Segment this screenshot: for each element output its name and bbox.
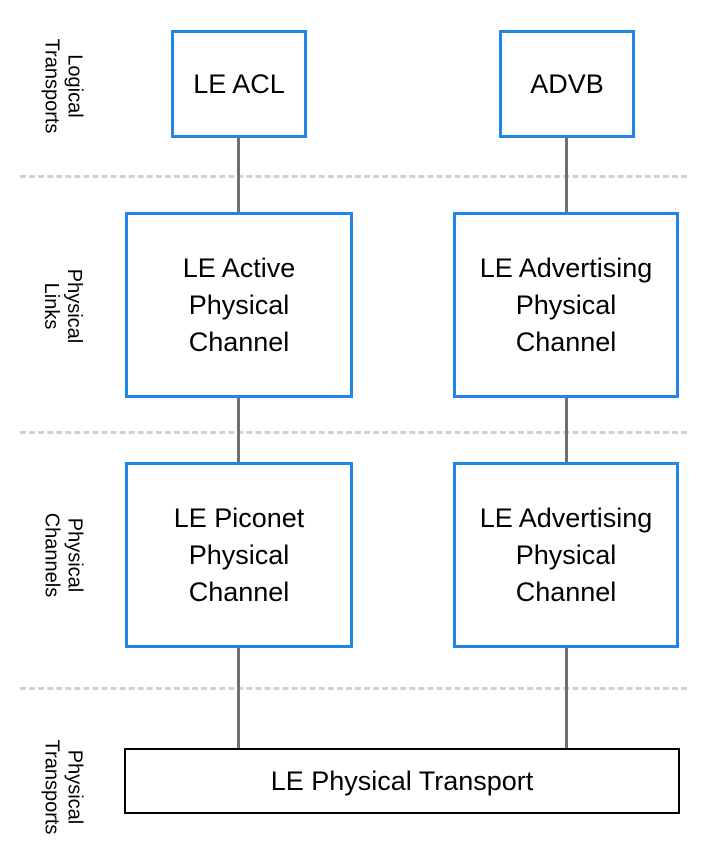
transport-le-physical-transport: LE Physical Transport (124, 748, 680, 814)
node-label: LE Advertising Physical Channel (479, 252, 653, 357)
layer-label-text: Physical Transports (40, 739, 85, 835)
connector-advertising-channel-to-transport (565, 645, 568, 748)
layer-label-physical-transports: Physical Transports (40, 712, 85, 862)
layer-label-logical-transports: Logical Transports (40, 22, 85, 150)
layer-label-text: Physical Links (40, 268, 86, 344)
connector-active-to-piconet (237, 396, 240, 464)
connector-piconet-to-transport (237, 645, 240, 748)
separator-channels-transports (20, 687, 687, 690)
node-le-advertising-physical-channel: LE Advertising Physical Channel (453, 462, 679, 648)
node-label: LE Active Physical Channel (182, 252, 296, 357)
node-le-acl: LE ACL (171, 30, 307, 138)
layer-label-physical-links: Physical Links (40, 236, 85, 376)
connector-advertising-link-to-channel (565, 396, 568, 464)
separator-links-channels (20, 431, 687, 434)
node-label: LE Advertising Physical Channel (479, 502, 653, 607)
connector-advb-to-advertising-link (565, 138, 568, 214)
transport-label: LE Physical Transport (270, 765, 534, 796)
layer-label-text: Physical Channels (40, 512, 86, 598)
node-label: ADVB (530, 68, 604, 99)
node-le-active-physical-channel: LE Active Physical Channel (125, 212, 353, 398)
separator-logical-links (20, 175, 687, 178)
layer-label-physical-channels: Physical Channels (40, 490, 85, 620)
node-label: LE ACL (193, 68, 285, 99)
connector-le-acl-to-active (237, 138, 240, 214)
node-advb: ADVB (499, 30, 635, 138)
node-le-advertising-physical-channel-link: LE Advertising Physical Channel (453, 212, 679, 398)
node-le-piconet-physical-channel: LE Piconet Physical Channel (125, 462, 353, 648)
node-label: LE Piconet Physical Channel (173, 502, 305, 607)
layer-label-text: Logical Transports (40, 38, 85, 134)
